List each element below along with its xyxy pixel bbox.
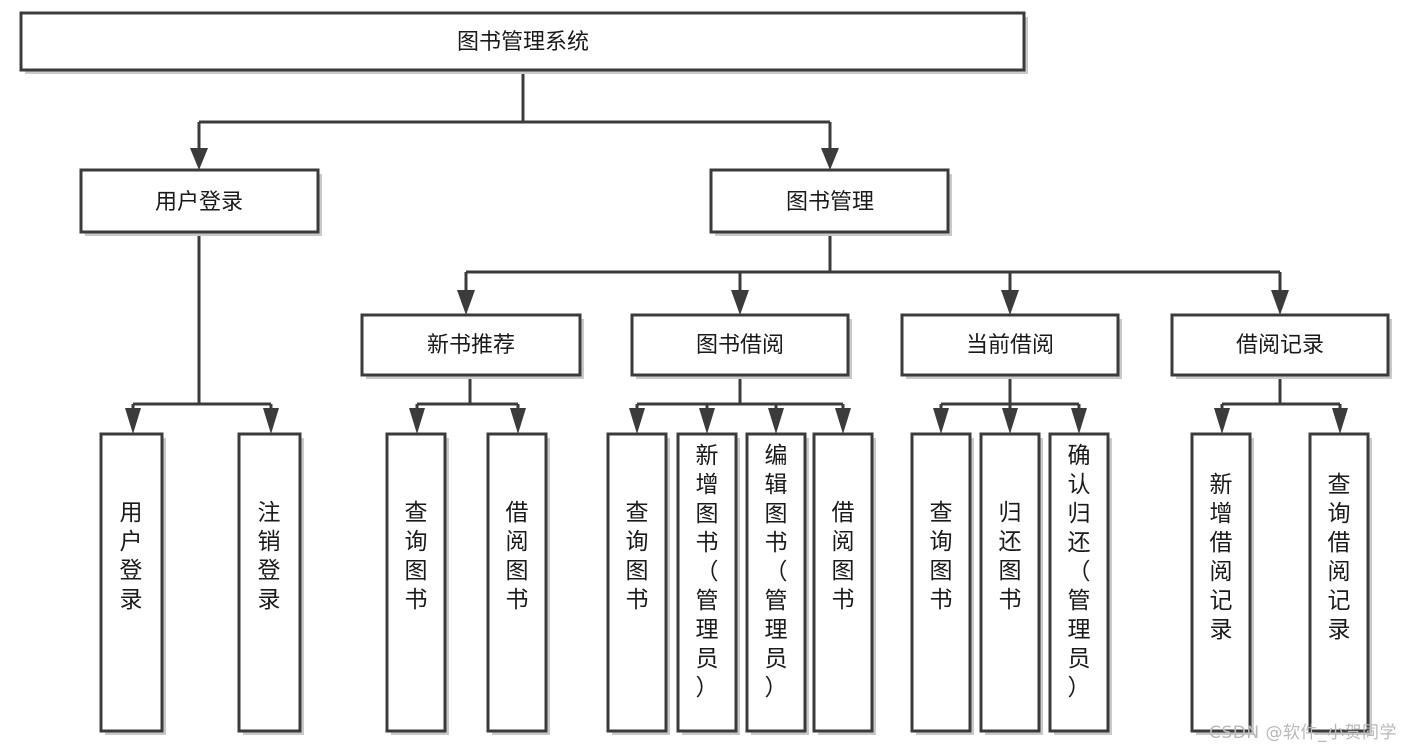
node-leaf-borrow-book-2[interactable]: 借阅图书 — [812, 432, 876, 735]
arrow-head-leaf-query-record — [1332, 408, 1348, 434]
arrow-head-leaf-edit-book — [768, 408, 784, 434]
node-leaf-query-record-label: 查询借阅记录 — [1328, 472, 1351, 643]
node-leaf-edit-book-box — [745, 432, 807, 733]
node-leaf-add-record[interactable]: 新增借阅记录 — [1190, 432, 1254, 735]
arrow-head-leaf-user-login — [125, 408, 141, 434]
connector-group-user-login — [125, 232, 279, 434]
connector-group-book-manage — [457, 232, 1289, 315]
connector-group-root — [190, 70, 839, 170]
arrow-head-leaf-confirm-return — [1071, 408, 1087, 434]
node-current-borrow-box — [900, 313, 1120, 377]
arrow-head-leaf-query-book-1 — [409, 408, 425, 434]
node-leaf-add-record-label: 新增借阅记录 — [1210, 472, 1233, 643]
node-leaf-add-book-label: 新增图书（管理员） — [696, 443, 719, 701]
node-borrow-record[interactable]: 借阅记录 — [1170, 313, 1392, 379]
node-book-borrow[interactable]: 图书借阅 — [630, 313, 852, 379]
arrow-head-new-book-rec — [457, 290, 475, 315]
node-leaf-user-login-box — [99, 432, 164, 733]
node-leaf-confirm-return-box — [1048, 432, 1110, 733]
csdn-watermark: CSDN @软件_小贺同学 — [1209, 723, 1397, 743]
node-leaf-return-book-label: 归还图书 — [999, 500, 1022, 613]
node-leaf-query-record[interactable]: 查询借阅记录 — [1308, 432, 1372, 735]
node-current-borrow-label: 当前借阅 — [966, 333, 1054, 358]
node-leaf-borrow-book-2-label: 借阅图书 — [832, 500, 855, 613]
node-root-label: 图书管理系统 — [457, 30, 589, 55]
node-leaf-query-book-3-box — [910, 432, 972, 733]
node-leaf-query-book-3-label: 查询图书 — [930, 500, 953, 613]
node-book-manage-label: 图书管理 — [786, 190, 874, 215]
node-leaf-edit-book-label: 编辑图书（管理员） — [765, 443, 788, 701]
node-new-book-rec[interactable]: 新书推荐 — [360, 313, 584, 379]
arrow-head-leaf-borrow-book-2 — [835, 408, 851, 434]
arrow-head-leaf-return-book — [1002, 408, 1018, 434]
node-leaf-query-record-box — [1308, 432, 1370, 733]
node-user-login[interactable]: 用户登录 — [79, 168, 322, 236]
node-book-borrow-label: 图书借阅 — [696, 333, 784, 358]
node-root[interactable]: 图书管理系统 — [19, 11, 1028, 74]
connector-group-borrow-record — [1214, 375, 1348, 434]
node-leaf-query-book-2-label: 查询图书 — [626, 500, 649, 613]
node-leaf-query-book-2[interactable]: 查询图书 — [606, 432, 670, 735]
node-leaf-query-book-1-box — [385, 432, 447, 733]
node-leaf-query-book-1-label: 查询图书 — [405, 500, 428, 613]
arrow-head-leaf-add-record — [1214, 408, 1230, 434]
arrow-head-leaf-query-book-2 — [629, 408, 645, 434]
node-leaf-borrow-book-1[interactable]: 借阅图书 — [486, 432, 550, 735]
arrow-head-current-borrow — [1001, 290, 1019, 315]
node-leaf-return-book-box — [979, 432, 1041, 733]
node-user-login-label: 用户登录 — [155, 190, 243, 215]
node-book-manage[interactable]: 图书管理 — [709, 168, 952, 236]
node-leaf-return-book[interactable]: 归还图书 — [979, 432, 1043, 735]
node-user-login-box — [79, 168, 320, 234]
node-borrow-record-box — [1170, 313, 1390, 377]
connector-group-book-borrow — [629, 375, 851, 434]
node-leaf-add-book[interactable]: 新增图书（管理员） — [676, 432, 740, 735]
node-leaf-query-book-1[interactable]: 查询图书 — [385, 432, 449, 735]
node-leaf-confirm-return-label: 确认归还（管理员） — [1068, 443, 1091, 701]
arrow-head-leaf-add-book — [699, 408, 715, 434]
arrow-head-leaf-logout — [263, 408, 279, 434]
node-root-box — [19, 11, 1026, 72]
node-leaf-add-book-box — [676, 432, 738, 733]
node-leaf-logout-box — [237, 432, 302, 733]
node-book-borrow-box — [630, 313, 850, 377]
node-leaf-borrow-book-2-box — [812, 432, 874, 733]
node-leaf-borrow-book-1-box — [486, 432, 548, 733]
arrow-head-user-login — [190, 148, 208, 170]
node-leaf-user-login[interactable]: 用户登录 — [99, 432, 166, 735]
node-leaf-borrow-book-1-label: 借阅图书 — [506, 500, 529, 613]
node-leaf-user-login-label: 用户登录 — [120, 500, 143, 613]
node-new-book-rec-box — [360, 313, 582, 377]
arrow-head-book-manage — [821, 148, 839, 170]
node-leaf-query-book-3[interactable]: 查询图书 — [910, 432, 974, 735]
arrow-head-borrow-record — [1271, 290, 1289, 315]
node-current-borrow[interactable]: 当前借阅 — [900, 313, 1122, 379]
node-leaf-logout-label: 注销登录 — [258, 500, 281, 613]
node-leaf-logout[interactable]: 注销登录 — [237, 432, 304, 735]
connector-group-new-book-rec — [409, 375, 526, 434]
node-borrow-record-label: 借阅记录 — [1236, 333, 1324, 358]
arrow-head-leaf-query-book-3 — [933, 408, 949, 434]
node-new-book-rec-label: 新书推荐 — [427, 333, 515, 358]
node-leaf-add-record-box — [1190, 432, 1252, 733]
node-leaf-confirm-return[interactable]: 确认归还（管理员） — [1048, 432, 1112, 735]
arrow-head-leaf-borrow-book-1 — [510, 408, 526, 434]
node-leaf-edit-book[interactable]: 编辑图书（管理员） — [745, 432, 809, 735]
arrow-head-book-borrow — [731, 290, 749, 315]
node-leaf-query-book-2-box — [606, 432, 668, 733]
node-book-manage-box — [709, 168, 950, 234]
connector-group-current-borrow — [933, 375, 1087, 434]
